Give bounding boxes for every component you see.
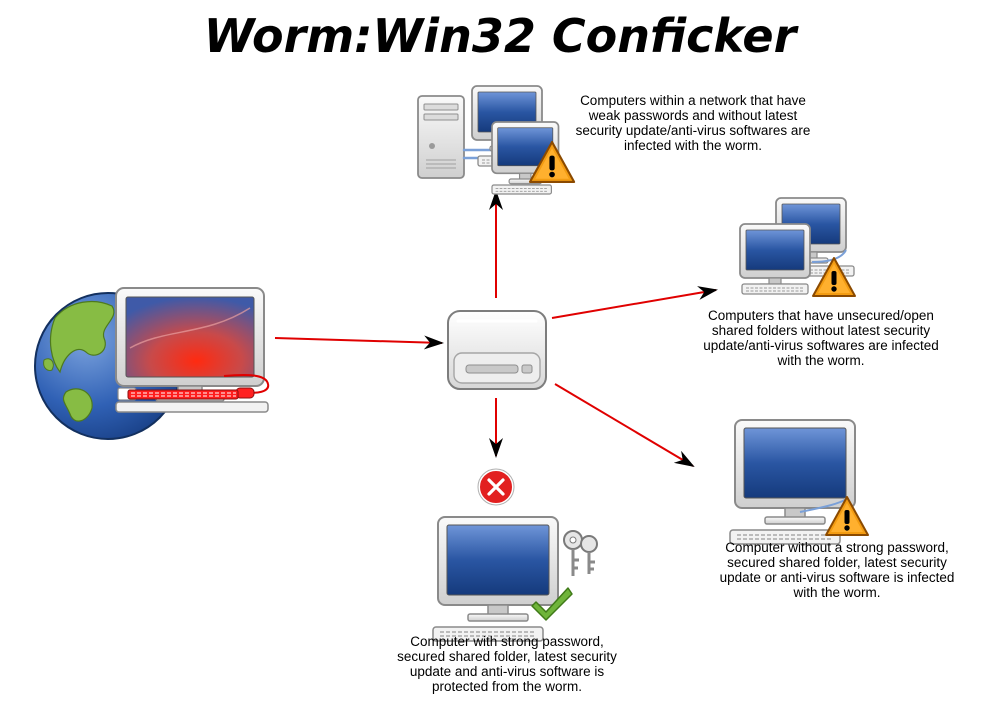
- caption-network-weak-passwords: Computers within a network that have wea…: [575, 93, 811, 153]
- infected-computer-with-globe-icon: [34, 287, 270, 440]
- checkmark-icon: [531, 587, 573, 621]
- arrow-drive-to-shared-folders: [551, 286, 718, 319]
- caption-unsecured-shared-folders: Computers that have unsecured/open share…: [703, 308, 939, 368]
- caption-weak-computer-infected: Computer without a strong password, secu…: [719, 540, 955, 600]
- server-tower-icon: [417, 95, 465, 179]
- network-server-computers-warning-icon: [417, 85, 576, 195]
- keys-icon: [563, 530, 598, 576]
- infected-monitor-icon: [115, 287, 270, 413]
- weak-computer-warning-icon: [729, 419, 869, 545]
- caption-protected-computer: Computer with strong password, secured s…: [397, 634, 617, 694]
- shared-folder-computers-warning-icon: [739, 197, 856, 297]
- arrow-source-to-drive: [274, 335, 444, 350]
- arrow-drive-to-weak-computer: [554, 383, 695, 468]
- protected-computer-keys-check-icon: [432, 516, 598, 642]
- removable-drive-icon: [447, 310, 547, 390]
- diagram-title: Worm:Win32 Conficker: [203, 9, 797, 63]
- blocked-x-icon: [477, 468, 515, 506]
